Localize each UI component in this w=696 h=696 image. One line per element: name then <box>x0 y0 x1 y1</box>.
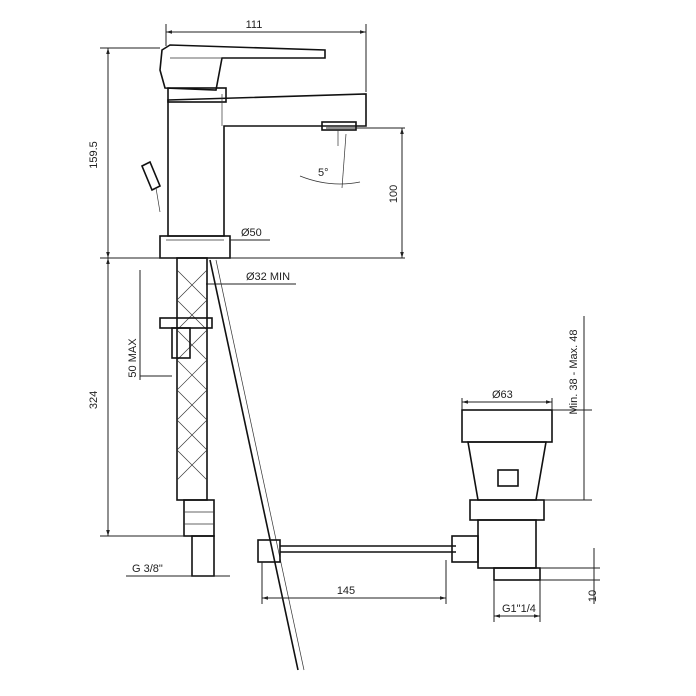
dim-total-height: 159.5 <box>88 141 100 169</box>
deck-lines <box>100 24 405 285</box>
dim-hose-thread: G 3/8" <box>132 563 163 575</box>
faucet-body <box>140 44 367 259</box>
dim-waste-thread: G1"1/4 <box>502 603 536 615</box>
dim-spout-angle: 5° <box>318 167 329 179</box>
dim-hole-diameter: Ø32 MIN <box>246 271 290 283</box>
dim-spout-height: 100 <box>388 185 400 203</box>
dim-spout-reach: 111 <box>246 19 263 31</box>
dim-deck-thickness: 50 MAX <box>127 338 139 378</box>
dim-rod-length: 145 <box>337 585 355 597</box>
supply-hose <box>100 257 230 577</box>
dim-base-diameter: Ø50 <box>241 227 262 239</box>
dim-waste-diameter: Ø63 <box>492 389 513 401</box>
waste-assembly <box>451 316 600 622</box>
dim-hose-length: 324 <box>88 391 100 409</box>
popup-rod <box>209 259 456 671</box>
dim-waste-height: 10 <box>587 590 599 602</box>
dim-waste-range: Min. 38 - Max. 48 <box>568 330 580 415</box>
